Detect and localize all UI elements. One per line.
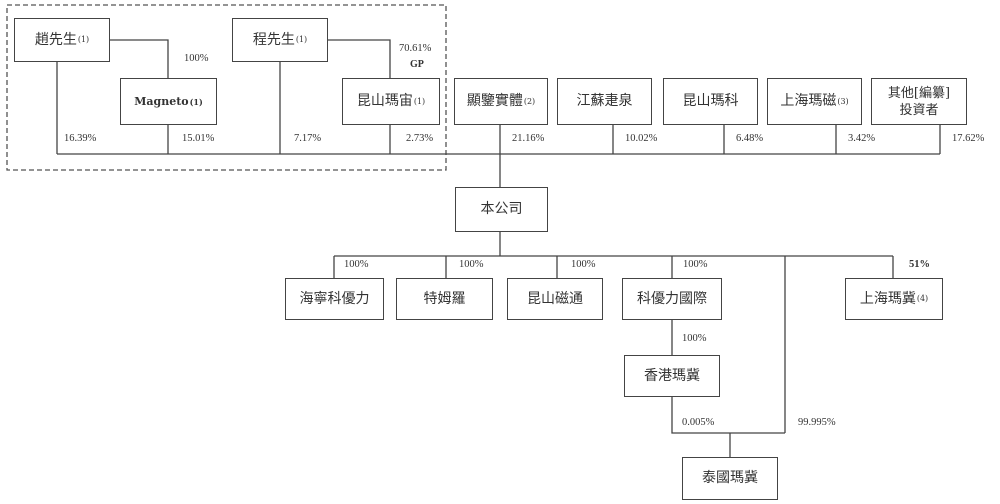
- subsidiary-shanghai-maji: 上海瑪冀(4): [845, 278, 943, 320]
- subsidiary-keyouli-intl: 科優力國際: [622, 278, 722, 320]
- shareholder-xianjian: 顯鑒實體(2): [454, 78, 548, 125]
- subsidiary-hk-maji: 香港瑪冀: [624, 355, 720, 397]
- temro-pct: 100%: [459, 259, 484, 270]
- founder-group-dashed-border: [6, 4, 447, 171]
- zhao-magneto-pct: 100%: [184, 53, 209, 64]
- shareholder-name: 江蘇疌泉: [576, 93, 633, 109]
- footnote-marker: (2): [523, 96, 536, 106]
- subsidiary-kunshan-citong: 昆山磁通: [507, 278, 603, 320]
- footnote-marker: (1): [77, 35, 90, 44]
- kunshan-citong-pct: 100%: [571, 259, 596, 270]
- subsidiary-temro: 特姆羅: [396, 278, 493, 320]
- thailand-from-company-pct: 99.995%: [798, 417, 836, 428]
- shareholder-zhao: 趙先生(1): [14, 18, 110, 62]
- subsidiary-name: 香港瑪冀: [644, 367, 700, 384]
- subsidiary-name: 科優力國際: [637, 290, 707, 307]
- shareholder-name: Magneto: [134, 95, 189, 108]
- shareholder-name: 顯鑒實體: [466, 93, 523, 109]
- shanghai-maji-pct: 51%: [909, 259, 930, 270]
- footnote-marker: (1): [413, 96, 426, 106]
- shareholder-jiangsu: 江蘇疌泉: [557, 78, 652, 125]
- footnote-marker: (1): [295, 35, 308, 44]
- shareholder-other-investors: 其他[編纂]投資者: [871, 78, 967, 125]
- subsidiary-name: 泰國瑪冀: [702, 470, 758, 486]
- shareholder-name-line1: 其他[編纂]: [887, 85, 951, 101]
- shareholder-name-line2: 投資者: [899, 102, 939, 118]
- shareholder-name: 程先生: [252, 31, 295, 48]
- subsidiary-haining: 海寧科優力: [285, 278, 384, 320]
- mazhou-pct: 2.73%: [406, 133, 434, 144]
- subsidiary-name: 昆山磁通: [527, 290, 583, 307]
- shareholder-cheng: 程先生(1): [232, 18, 328, 62]
- cheng-pct: 7.17%: [294, 133, 322, 144]
- jiangsu-pct: 10.02%: [625, 133, 658, 144]
- footnote-marker: (4): [916, 294, 929, 303]
- shareholder-name: 趙先生: [34, 31, 77, 48]
- shanghai-maci-pct: 3.42%: [848, 133, 876, 144]
- shareholder-kunshan-make: 昆山瑪科: [663, 78, 758, 125]
- shareholder-magneto: Magneto(1): [120, 78, 217, 125]
- xianjian-pct: 21.16%: [512, 133, 545, 144]
- subsidiary-name: 海寧科優力: [299, 290, 370, 307]
- kunshan-make-pct: 6.48%: [736, 133, 764, 144]
- other-investors-pct: 17.62%: [952, 133, 985, 144]
- gp-label: GP: [410, 59, 424, 70]
- footnote-marker: (1): [189, 96, 203, 107]
- magneto-pct: 15.01%: [182, 133, 215, 144]
- thailand-from-hk-pct: 0.005%: [682, 417, 715, 428]
- haining-pct: 100%: [344, 259, 369, 270]
- hk-pct: 100%: [682, 333, 707, 344]
- company-name: 本公司: [480, 201, 523, 217]
- shareholder-name: 昆山瑪科: [682, 93, 739, 109]
- subsidiary-name: 特姆羅: [423, 290, 466, 307]
- shareholder-shanghai-maci: 上海瑪磁(3): [767, 78, 862, 125]
- company-box: 本公司: [455, 187, 548, 232]
- zhao-pct: 16.39%: [64, 133, 97, 144]
- shareholder-kunshan-mazhou: 昆山瑪宙(1): [342, 78, 440, 125]
- keyouli-intl-pct: 100%: [683, 259, 708, 270]
- footnote-marker: (3): [837, 96, 849, 106]
- shareholder-name: 上海瑪磁: [780, 93, 837, 109]
- shareholder-name: 昆山瑪宙: [356, 93, 413, 109]
- subsidiary-thailand-maji: 泰國瑪冀: [682, 457, 778, 500]
- cheng-mazhou-pct: 70.61%: [399, 43, 432, 54]
- subsidiary-name: 上海瑪冀: [859, 290, 916, 307]
